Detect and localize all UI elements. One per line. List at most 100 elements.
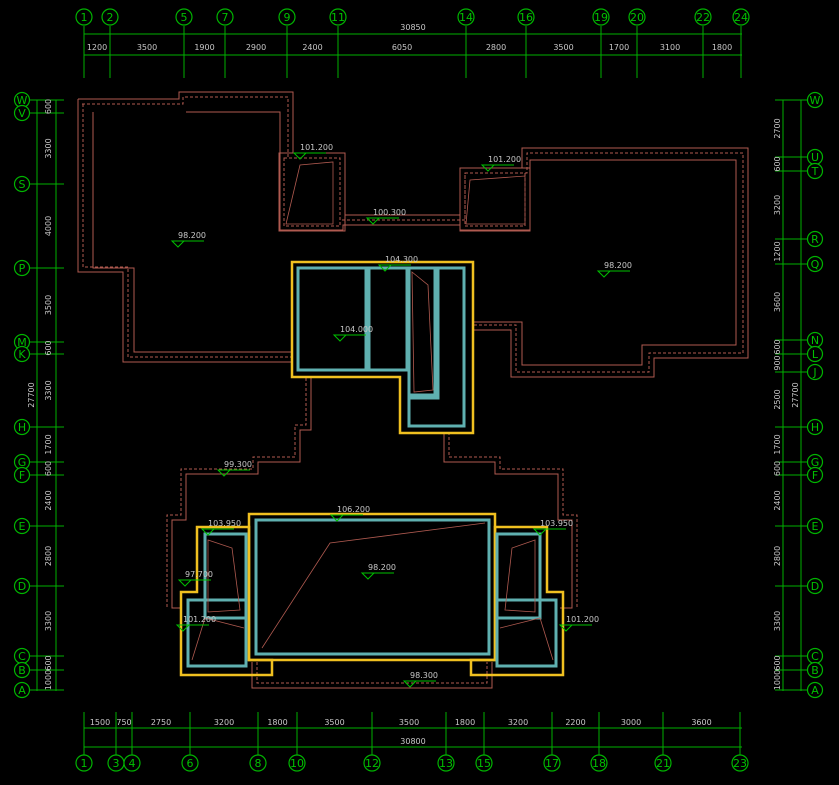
dim-right: 600 [773,461,782,476]
elevation-label: 101.200 [566,615,599,624]
dim-left: 1700 [44,434,53,454]
grid-label-right: E [812,520,819,533]
dim-left: 600 [44,340,53,355]
bottom-total-dim: 30800 [400,737,425,746]
elevation-triangle [332,334,366,342]
dim-left: 1000 [44,670,53,690]
dim-top: 2900 [246,43,266,52]
elevation-label: 106.200 [337,505,370,514]
dim-bottom: 3000 [621,718,641,727]
grid-bubble-top [75,8,93,26]
grid-label-left: K [18,348,26,361]
grid-label-top: 1 [81,11,88,24]
dim-right: 3300 [773,611,782,631]
grid-bubble-bottom [181,754,199,772]
grid-label-top: 14 [459,11,473,24]
grid-label-bottom: 21 [656,757,670,770]
left-total-dim: 27700 [27,382,36,407]
grid-label-right: R [811,233,819,246]
dim-left: 3500 [44,295,53,315]
elevation-triangle [402,680,436,688]
grid-bubble-bottom [363,754,381,772]
grid-bubble-left [13,259,31,277]
elevation-triangle [292,152,326,160]
grid-bubble-bottom [288,754,306,772]
dim-right: 1700 [773,434,782,454]
grid-bubble-right [806,466,824,484]
grid-bubble-right [806,162,824,180]
grid-label-bottom: 17 [545,757,559,770]
grid-bubble-left [13,466,31,484]
grid-label-left: B [18,664,26,677]
elevation-triangle [200,528,234,536]
elevation-label: 101.200 [488,155,521,164]
grid-label-right: H [811,421,819,434]
grid-bubble-top [457,8,475,26]
dim-left: 3300 [44,611,53,631]
dims-left: 6003300400035006003300170060024002800330… [44,99,53,690]
grid-label-right: F [812,469,818,482]
dim-bottom: 750 [116,718,131,727]
grid-label-right: T [811,165,819,178]
grid-label-right: C [811,650,819,663]
dim-right: 1200 [773,241,782,261]
grid-label-left: P [19,262,26,275]
right-total-dim: 27700 [791,382,800,407]
elevation-triangle [329,514,363,522]
dim-bottom: 3500 [399,718,419,727]
grid-label-left: G [18,456,27,469]
grid-label-bottom: 23 [733,757,747,770]
dim-top: 1800 [712,43,732,52]
elevation-triangle [532,528,566,536]
grid-label-left: M [17,336,27,349]
dim-right: 1000 [773,670,782,690]
grid-label-bottom: 3 [113,757,120,770]
dim-left: 600 [44,655,53,670]
grid-bubble-top [278,8,296,26]
grid-label-right: G [811,456,820,469]
dim-bottom: 3200 [214,718,234,727]
grid-label-top: 2 [107,11,114,24]
grid-label-right: J [812,366,816,379]
dim-right: 2400 [773,490,782,510]
grid-label-right: B [811,664,819,677]
grid-label-right: U [811,151,819,164]
grid-label-top: 11 [331,11,345,24]
grid-bubble-left [13,104,31,122]
grid-label-top: 9 [284,11,291,24]
dim-top: 2400 [302,43,322,52]
grid-bubble-left [13,661,31,679]
elevation-label: 98.200 [604,261,632,270]
grid-bubble-right [806,418,824,436]
elevation-label: 100.300 [373,208,406,217]
grid-label-bottom: 1 [81,757,88,770]
grid-label-right: W [810,94,821,107]
dim-right: 2800 [773,546,782,566]
grid-label-left: C [18,650,26,663]
grid-bubble-right [806,345,824,363]
grid-label-right: L [812,348,819,361]
grid-label-top: 7 [222,11,229,24]
dim-right: 3200 [773,195,782,215]
elevation-label: 101.200 [183,615,216,624]
grid-bubble-top [101,8,119,26]
grid-bubble-bottom [590,754,608,772]
dim-left: 3300 [44,138,53,158]
grid-label-left: A [18,684,26,697]
grid-label-left: F [19,469,25,482]
dim-right: 600 [773,655,782,670]
grid-bubble-top [694,8,712,26]
dim-top: 3100 [660,43,680,52]
dim-bottom: 3600 [691,718,711,727]
grid-bubble-left [13,577,31,595]
dim-top: 1700 [609,43,629,52]
grid-bubble-right [806,363,824,381]
grid-bubble-right [806,577,824,595]
grid-bubble-top [175,8,193,26]
